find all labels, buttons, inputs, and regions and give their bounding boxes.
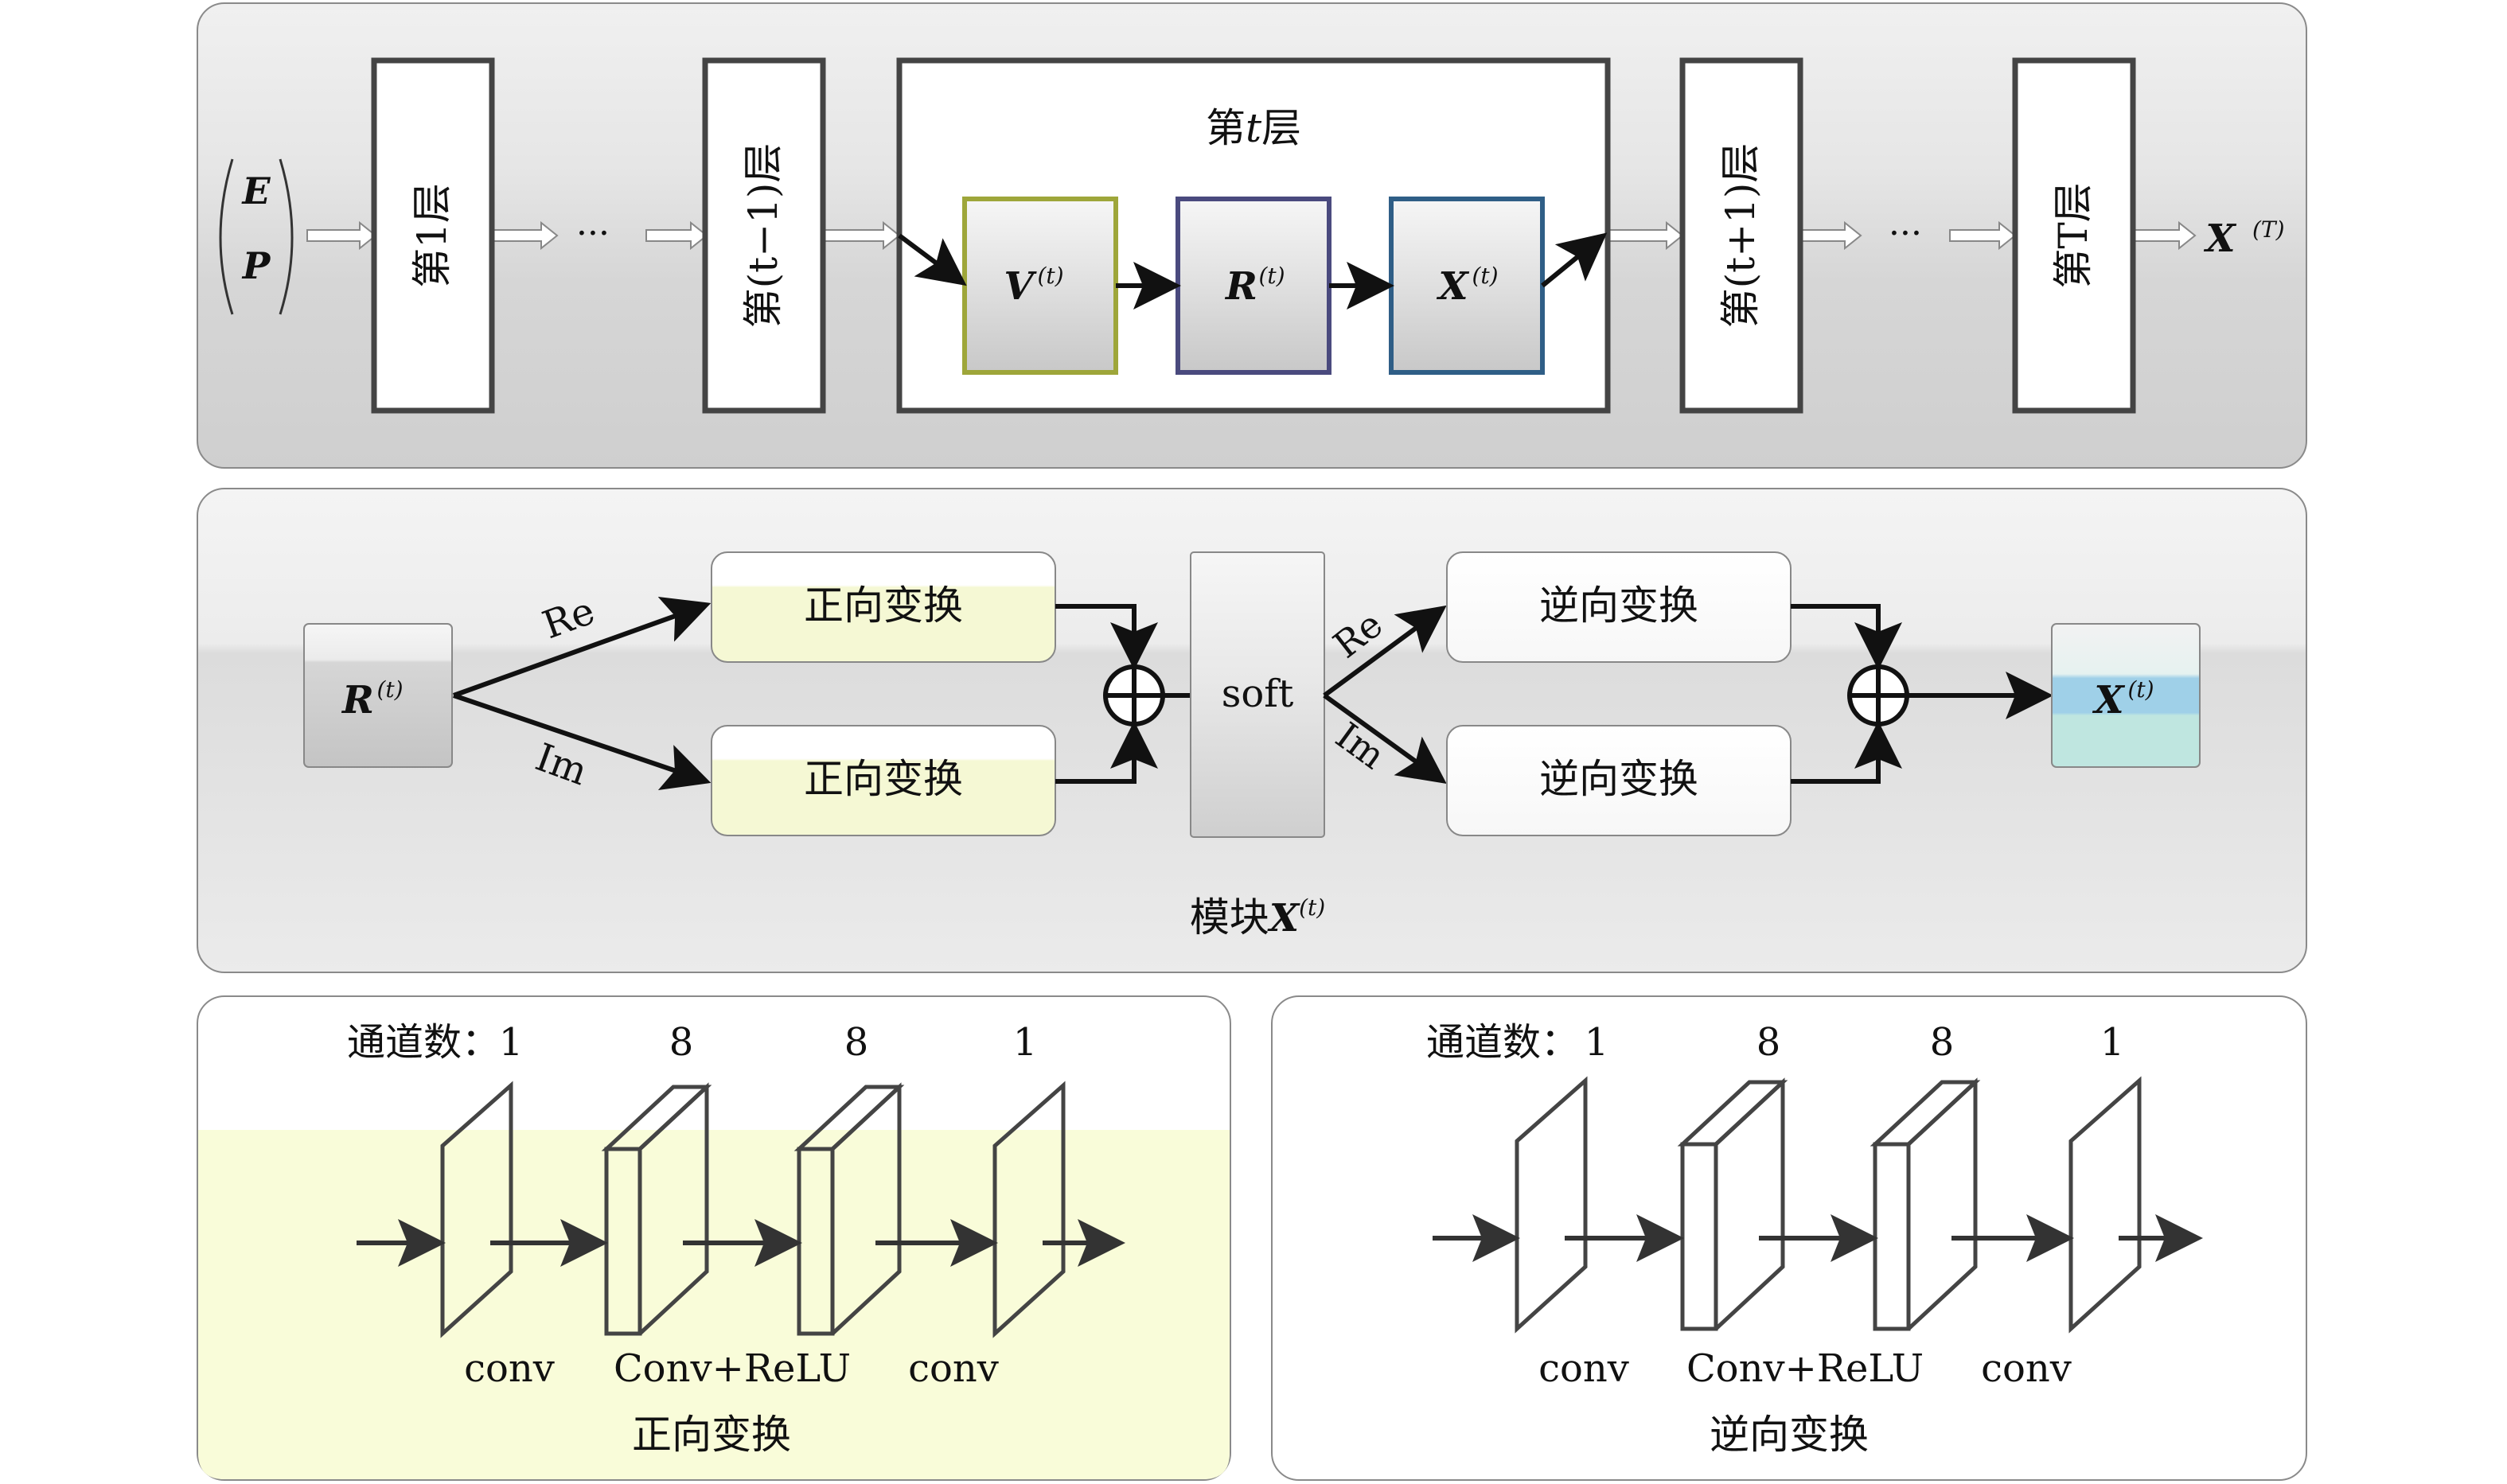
x-sup: (t)	[1472, 263, 1498, 289]
bl-op3: conv	[908, 1346, 999, 1391]
br-op1: conv	[1538, 1346, 1629, 1391]
forward-top-label: 正向变换	[804, 582, 963, 629]
mid-output-x-sup: (t)	[2127, 676, 2154, 703]
br-ch3: 8	[1930, 1020, 1955, 1065]
ellipsis-right: ···	[1889, 213, 1922, 254]
mid-output-x-box: X (t)	[2051, 623, 2201, 768]
inverse-top-label: 逆向变换	[1539, 582, 1698, 629]
sum-left-arrows	[1055, 604, 1191, 784]
bottom-left-panel: 通道数： 1 8 8 1 conv Conv+ReLU con	[197, 995, 1231, 1481]
x-label: X	[1436, 264, 1469, 309]
layer-T-label: 第T层	[2050, 182, 2096, 288]
open-arrows	[306, 220, 2197, 251]
bl-ch4: 1	[1013, 1020, 1038, 1065]
forward-bottom-label: 正向变换	[804, 756, 963, 802]
br-ch1: 1	[1585, 1020, 1609, 1065]
mid-input-r-sup: (t)	[376, 676, 403, 703]
output-x-sup: (T)	[2252, 216, 2285, 243]
bl-feature-maps	[440, 1081, 1066, 1338]
layer-t-box: 第t层 V (t) R (t) X (t)	[896, 57, 1611, 414]
r-label: R	[1224, 264, 1257, 309]
ellipsis-left: ···	[576, 213, 610, 254]
bl-caption: 正向变换	[632, 1412, 791, 1458]
mid-branch-arrows-left	[452, 596, 712, 790]
br-caption: 逆向变换	[1710, 1412, 1869, 1458]
r-module-box: R (t)	[1176, 197, 1331, 375]
soft-threshold-box: soft	[1190, 551, 1325, 838]
layer-T-box: 第T层	[2012, 57, 2136, 414]
layer-t-plus-1-box: 第(t+1)层	[1679, 57, 1803, 414]
input-e: E	[240, 169, 271, 212]
bl-op2: Conv+ReLU	[614, 1346, 851, 1391]
mid-branch-arrows-right	[1323, 605, 1447, 785]
layer-t-plus-1-label: 第(t+1)层	[1717, 143, 1764, 329]
v-module-box: V (t)	[962, 197, 1118, 375]
middle-caption: 模块X(t)	[1190, 894, 1325, 941]
forward-transform-top: 正向变换	[711, 551, 1056, 663]
inverse-transform-top: 逆向变换	[1446, 551, 1792, 663]
bl-ch2: 8	[669, 1020, 694, 1065]
output-x: X	[2203, 216, 2236, 261]
br-op2: Conv+ReLU	[1686, 1346, 1924, 1391]
forward-transform-bottom: 正向变换	[711, 725, 1056, 836]
inverse-transform-bottom: 逆向变换	[1446, 725, 1792, 836]
r-sup: (t)	[1258, 263, 1285, 289]
mid-input-r-box: R (t)	[303, 623, 453, 768]
v-label: V	[1004, 264, 1037, 309]
bl-channels-label: 通道数：	[347, 1020, 500, 1065]
v-sup: (t)	[1037, 263, 1063, 289]
layer-t-title: 第t层	[1206, 105, 1301, 151]
br-ch4: 1	[2100, 1020, 2125, 1065]
inverse-bottom-label: 逆向变换	[1539, 756, 1698, 802]
br-channels-label: 通道数：	[1426, 1020, 1579, 1065]
soft-label: soft	[1222, 672, 1294, 716]
mid-input-r-label: R	[341, 678, 374, 723]
bl-ch1: 1	[499, 1020, 524, 1065]
br-op3: conv	[1981, 1346, 2072, 1391]
layer-1-label: 第1层	[409, 183, 455, 288]
input-p: P	[241, 244, 271, 287]
top-panel: E P 第1层 ··· 第(t−1)层 第t层	[197, 2, 2307, 469]
middle-panel: R (t) Re Im 正向变换 正向变换	[197, 488, 2307, 973]
layer-t-minus-1-box: 第(t−1)层	[702, 57, 826, 414]
layer-t-minus-1-label: 第(t−1)层	[740, 143, 786, 329]
br-feature-maps	[1515, 1076, 2142, 1334]
sum-right-arrows	[1791, 604, 2053, 784]
sum-node-right	[1847, 664, 1909, 726]
bottom-right-panel: 通道数： 1 8 8 1 conv Conv+ReLU conv 逆向变换	[1271, 995, 2307, 1481]
br-ch2: 8	[1756, 1020, 1781, 1065]
layer-1-box: 第1层	[371, 57, 495, 414]
bl-ch3: 8	[844, 1020, 869, 1065]
sum-node-left	[1103, 664, 1165, 726]
mid-output-x-label: X	[2092, 678, 2125, 723]
x-module-box: X (t)	[1389, 197, 1545, 375]
bl-op1: conv	[464, 1346, 555, 1391]
input-vector: E P	[219, 158, 294, 315]
layer-t-arrows	[898, 232, 1608, 310]
